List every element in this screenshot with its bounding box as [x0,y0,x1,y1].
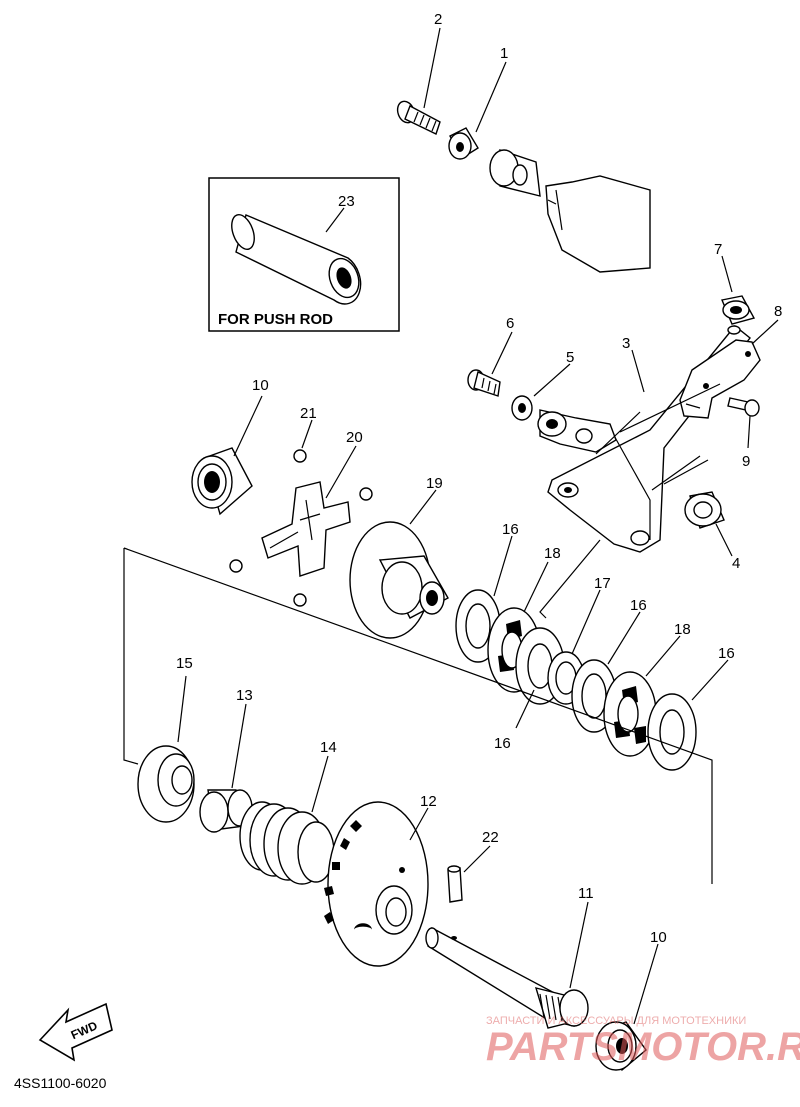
plate-stack [455,589,697,771]
diagram-code: 4SS1100-6020 [14,1075,107,1091]
callout-14: 14 [320,739,337,756]
part-6-bolt [467,369,501,397]
part-19-ramp-plate [349,521,449,639]
part-22-pin [447,865,463,903]
callout-18-b: 18 [674,621,691,638]
watermark-tagline: ЗАПЧАСТИ И АКСЕССУАРЫ ДЛЯ МОТОТЕХНИКИ [486,1015,746,1027]
callout-6: 6 [506,315,514,332]
part-10-bearing-lower [595,1021,647,1072]
callout-2: 2 [434,11,442,28]
fwd-arrow-icon: FWD [38,1002,113,1062]
part-9-screw [727,397,760,417]
inset-frame [208,177,400,332]
part-11-shaft [425,926,589,1029]
callout-23: 23 [338,193,355,210]
part-1-washer [448,127,479,160]
callout-8: 8 [774,303,782,320]
callout-7: 7 [714,241,722,258]
callout-16-c: 16 [718,645,735,662]
callout-4: 4 [732,555,740,572]
part-20-cam-cross [261,481,351,577]
callout-16-d: 16 [494,735,511,752]
part-23-push-rod [231,214,362,305]
callout-22: 22 [482,829,499,846]
shaft-end-assembly [489,149,651,273]
part-14-spring [239,801,335,885]
part-12-gear [324,801,429,967]
assembly-leader-lines [123,539,713,884]
part-10-bearing-upper [191,447,253,516]
inset-label: FOR PUSH ROD [218,311,333,328]
part-7-collar [721,295,756,325]
part-8-bracket-plate [679,339,761,419]
callout-10-lower: 10 [650,929,667,946]
callout-1: 1 [500,45,508,62]
callout-20: 20 [346,429,363,446]
callout-11: 11 [578,885,594,902]
callout-21: 21 [300,405,317,422]
push-rod-inset: 23 FOR PUSH ROD [208,177,400,332]
callout-16-a: 16 [502,521,519,538]
part-21-balls [229,449,373,607]
callout-3: 3 [622,335,630,352]
watermark-logo: PARTSMOTOR.RU [486,1025,800,1069]
part-2-bolt [396,100,441,135]
part-4-bushing [684,491,725,529]
callout-16-b: 16 [630,597,647,614]
callout-10-upper: 10 [252,377,269,394]
callout-15: 15 [176,655,193,672]
callout-5: 5 [566,349,574,366]
callout-9: 9 [742,453,750,470]
callout-13: 13 [236,687,253,704]
callout-17: 17 [594,575,611,592]
lever-pivot-knuckle [537,409,617,453]
part-5-washer [511,395,533,421]
callout-18-a: 18 [544,545,561,562]
part-15-seal [137,745,195,823]
callout-12: 12 [420,793,437,810]
callout-19: 19 [426,475,443,492]
